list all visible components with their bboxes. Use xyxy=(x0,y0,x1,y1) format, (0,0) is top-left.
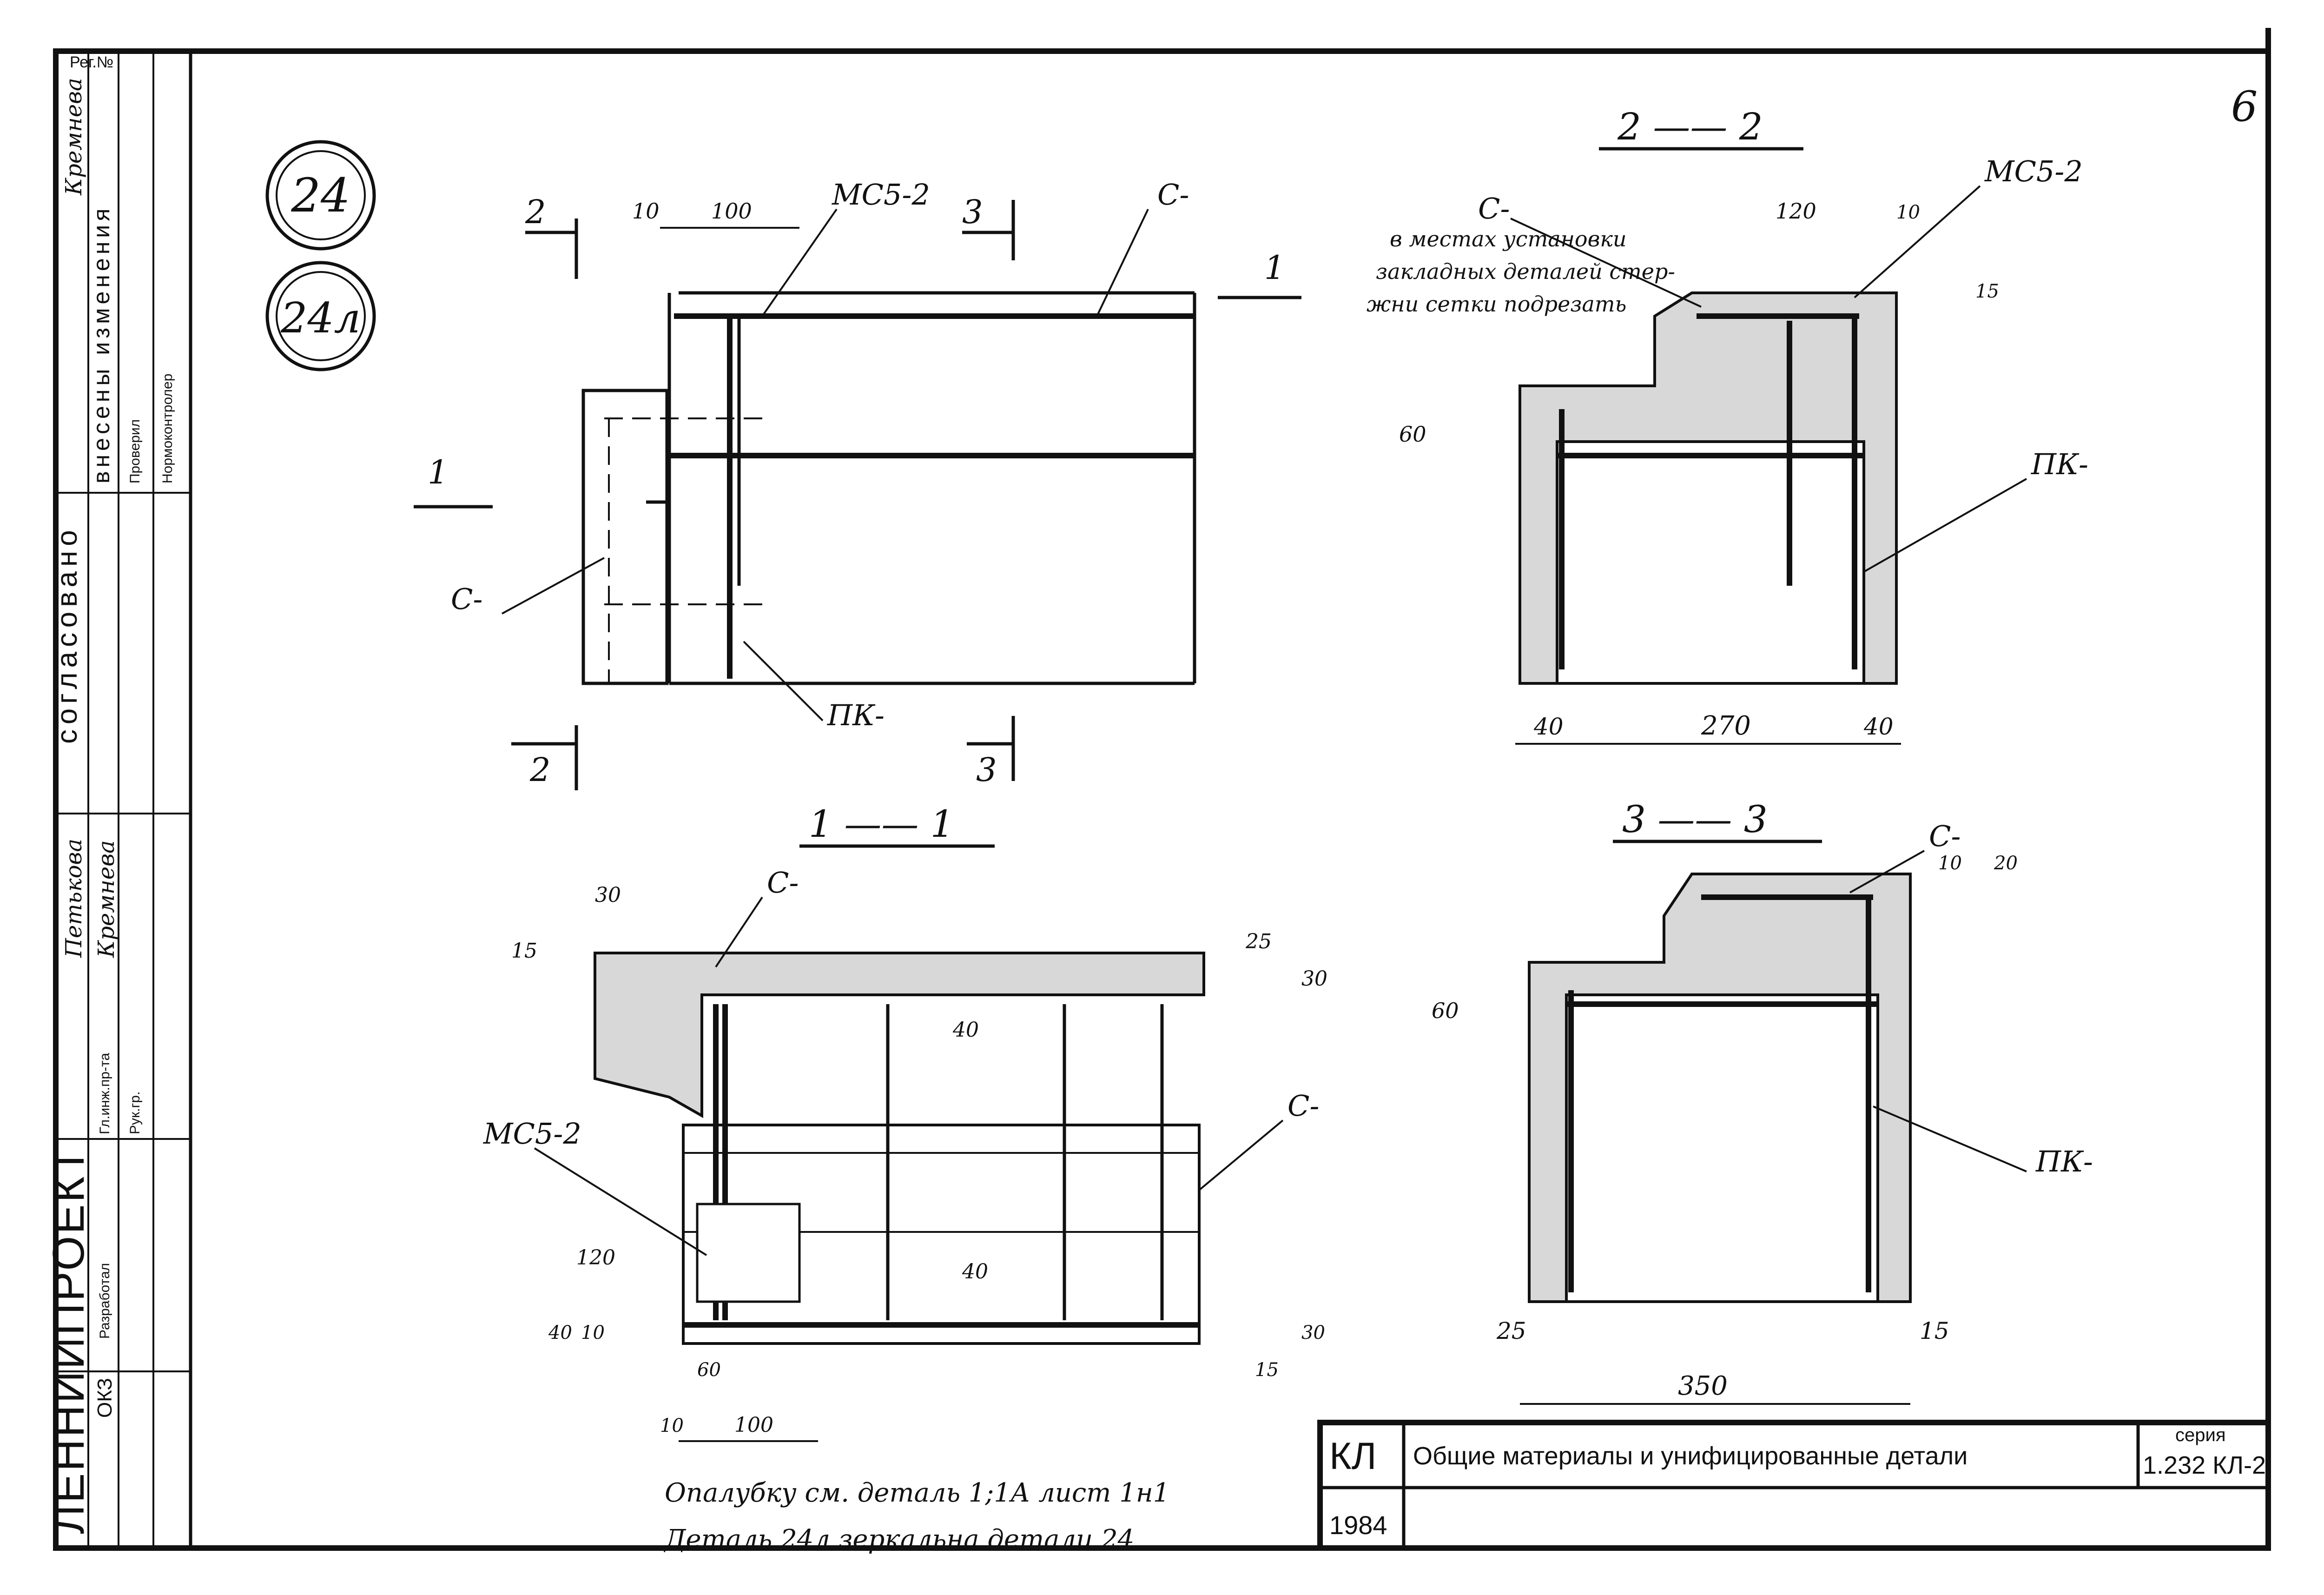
elev-label-pk: ПК- xyxy=(827,698,885,732)
left-stamp: Рег.№ согласовано внесены изменения ЛЕНH… xyxy=(44,49,192,1550)
sec22-label-c: С- xyxy=(1478,192,1510,225)
sec22-dim-40-left: 40 xyxy=(1533,713,1564,740)
sec11-dim-30-bottom: 30 xyxy=(1301,1322,1325,1344)
row-4: Нормоконтролер xyxy=(160,374,175,483)
sec11-title: 1 —— 1 xyxy=(809,802,954,846)
sec11-dim-40-low: 40 xyxy=(962,1260,988,1284)
cut-3-bottom: 3 xyxy=(976,751,997,789)
sec33-dim-10: 10 xyxy=(1938,853,1962,874)
tb-series-label: серия xyxy=(2175,1425,2226,1445)
sec33-dim-25: 25 xyxy=(1496,1317,1526,1344)
elev-label-ms5-2: МС5-2 xyxy=(832,178,930,212)
note-mirror: Деталь 24л зеркальна детали 24 xyxy=(663,1524,1134,1555)
row-3: Проверил xyxy=(127,419,143,483)
name-3: Кремнева xyxy=(93,840,119,958)
detail-circles: 24 24л xyxy=(265,140,376,371)
name-1: Кремнева xyxy=(61,78,87,196)
elev-label-c-top: С- xyxy=(1157,178,1189,212)
sec11-dim-10-bottom: 10 xyxy=(660,1415,684,1436)
sec11-label-c-right: С- xyxy=(1287,1089,1319,1123)
sec22-dim-40-right: 40 xyxy=(1863,713,1894,740)
cut-1-left: 1 xyxy=(428,453,449,491)
elevation-view: МС5-2 С- С- ПК- 2 2 3 3 1 1 10 100 xyxy=(414,178,1301,790)
sec22-dim-15: 15 xyxy=(1975,281,1999,302)
title-block: КЛ Общие материалы и унифицированные дет… xyxy=(1317,1420,2271,1551)
sec33-label-pk: ПК- xyxy=(2035,1145,2093,1178)
sec22-dim-60: 60 xyxy=(1399,422,1426,447)
sec11-dim-30-right: 30 xyxy=(1301,967,1327,991)
sec22-label-ms5-2: МС5-2 xyxy=(1984,154,2083,188)
row-0: Гл.инж.пр-та xyxy=(97,1053,112,1134)
agreed-text: согласовано xyxy=(51,525,83,744)
section-2-2: 2 —— 2 С- МС5-2 ПК- в местах установки з… xyxy=(1367,105,2088,745)
cut-2-bottom: 2 xyxy=(529,751,551,789)
sec22-note-2: закладных деталей стер- xyxy=(1376,259,1675,284)
sec22-dim-10: 10 xyxy=(1896,202,1920,223)
sec11-dim-15-bottom: 15 xyxy=(1255,1359,1279,1381)
section-3-3: 3 —— 3 С- ПК- 10 20 60 25 15 350 xyxy=(1432,798,2093,1405)
row-1: Рук.гр. xyxy=(127,1092,143,1134)
tb-series: 1.232 КЛ-2 xyxy=(2143,1451,2266,1479)
sec11-dim-25: 25 xyxy=(1245,930,1272,953)
cut-1-right: 1 xyxy=(1264,249,1285,287)
tb-code: КЛ xyxy=(1329,1435,1377,1477)
sheet-number: 6 xyxy=(2231,82,2258,131)
okz-text: ОКЗ xyxy=(93,1378,116,1418)
sec11-dim-120: 120 xyxy=(576,1246,615,1270)
cut-3-top: 3 xyxy=(962,193,983,231)
sec22-dim-270: 270 xyxy=(1701,711,1751,741)
changes-text: внесены изменения xyxy=(88,205,114,483)
tb-title: Общие материалы и унифицированные детали xyxy=(1413,1442,1967,1470)
sec11-dim-40-mid: 40 xyxy=(952,1018,979,1042)
sec33-dim-15: 15 xyxy=(1920,1317,1949,1344)
sec33-dim-20: 20 xyxy=(1994,853,2018,874)
sec22-note-3: жни сетки подрезать xyxy=(1367,291,1626,317)
sec11-dim-15: 15 xyxy=(511,939,537,963)
cut-2-top: 2 xyxy=(525,193,546,231)
sec33-dim-350: 350 xyxy=(1678,1371,1728,1401)
sec33-dim-60: 60 xyxy=(1432,998,1459,1023)
sec11-dim-10-left: 10 xyxy=(581,1322,605,1344)
elev-dim-10: 10 xyxy=(632,199,660,224)
reg-label: Рег.№ xyxy=(70,53,113,71)
tb-year: 1984 xyxy=(1329,1510,1387,1540)
note-formwork: Опалубку см. деталь 1;1А лист 1н1 xyxy=(665,1478,1169,1508)
detail-24l: 24л xyxy=(280,294,361,343)
sec11-dim-100: 100 xyxy=(734,1413,773,1437)
elev-dim-100: 100 xyxy=(711,199,752,224)
sec11-label-c-top: С- xyxy=(767,866,799,900)
elev-label-c-left: С- xyxy=(451,582,482,616)
sec11-dim-60: 60 xyxy=(697,1359,721,1381)
detail-24: 24 xyxy=(290,168,350,223)
sec22-title: 2 —— 2 xyxy=(1617,105,1763,148)
sec33-label-c: С- xyxy=(1929,819,1961,853)
sec33-title: 3 —— 3 xyxy=(1622,798,1768,841)
sec11-dim-30-top: 30 xyxy=(595,883,621,907)
row-2: Разработал xyxy=(97,1263,112,1339)
sec22-label-pk: ПК- xyxy=(2031,447,2088,481)
section-1-1: 1 —— 1 С- МС5-2 С- 30 15 25 30 40 120 40… xyxy=(483,802,1327,1442)
sec22-dim-120: 120 xyxy=(1776,199,1816,224)
name-2: Петькова xyxy=(61,839,87,958)
sec11-dim-40-left: 40 xyxy=(548,1322,572,1344)
sec11-label-ms5-2: МС5-2 xyxy=(483,1117,581,1151)
org-name: ЛЕНHИИПРОЕКТ xyxy=(44,1145,93,1534)
sec22-note-1: в местах установки xyxy=(1390,226,1626,251)
